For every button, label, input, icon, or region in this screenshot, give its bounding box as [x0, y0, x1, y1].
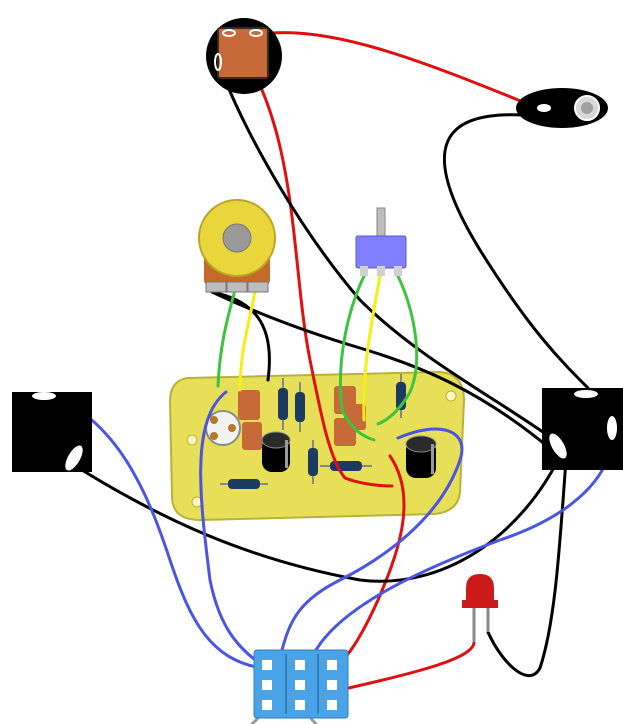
audio-jack-icon [12, 392, 92, 472]
wire-blue [46, 392, 264, 670]
wire-yellow [362, 274, 382, 422]
circuit-board [168, 370, 466, 522]
wire-red [260, 31, 530, 106]
pcb-mount-hole [186, 434, 198, 446]
film-capacitor [334, 418, 356, 446]
wire-black [210, 290, 271, 382]
wire-blue [308, 456, 610, 664]
electrolytic-capacitor [405, 435, 437, 478]
pcb-mount-hole [445, 390, 457, 402]
input-jack [12, 392, 92, 472]
output-jack [542, 388, 623, 470]
led-icon [466, 574, 494, 604]
wire-yellow [238, 284, 258, 392]
resistor [278, 378, 288, 430]
wire-green [338, 274, 376, 442]
led [462, 574, 498, 642]
wire-black [442, 113, 590, 390]
wire-green [376, 274, 419, 426]
wire-black [224, 80, 562, 446]
resistor [308, 440, 318, 484]
electrolytic-capacitor [261, 431, 291, 472]
wire-green [216, 284, 238, 388]
resistor [295, 382, 305, 432]
wire-red [226, 30, 394, 488]
footswitch-3pdt [253, 649, 349, 719]
wire-black [486, 444, 569, 677]
dc-power-jack [206, 18, 282, 94]
film-capacitor [238, 390, 260, 420]
resistor [220, 479, 268, 489]
toggle-switch-icon [355, 235, 407, 269]
wire-blue [280, 427, 464, 652]
battery-snap [516, 88, 608, 128]
trimmer-pot [205, 410, 241, 446]
film-capacitor [242, 422, 262, 450]
toggle-switch [355, 207, 407, 276]
potentiometer [198, 199, 276, 293]
wire-blue [199, 390, 268, 670]
wire-red [338, 640, 476, 692]
